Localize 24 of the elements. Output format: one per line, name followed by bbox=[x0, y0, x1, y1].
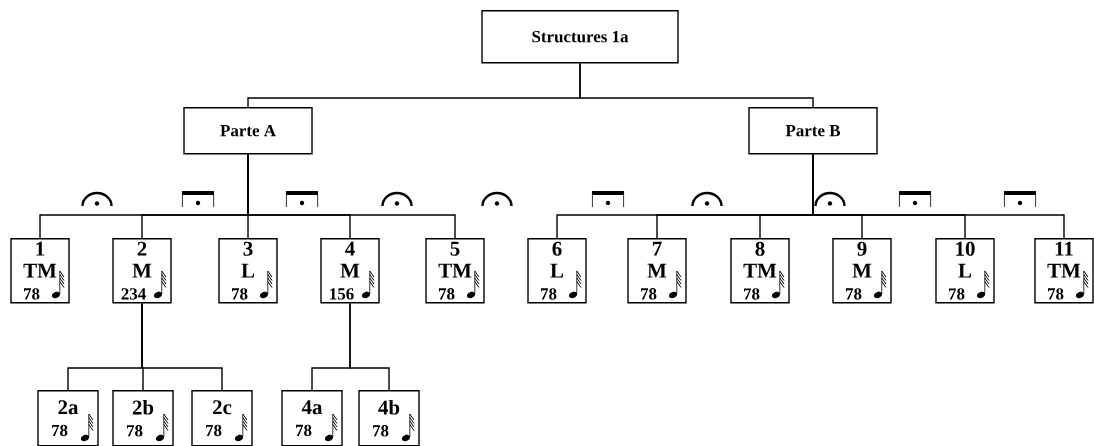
section-box: 9 M 78 bbox=[832, 238, 892, 304]
section-box: 5 TM 78 bbox=[425, 238, 485, 304]
section-box: 2 M 234 bbox=[112, 238, 172, 304]
section-box: 7 M 78 bbox=[627, 238, 687, 304]
connector-line bbox=[812, 153, 1065, 239]
connector-line bbox=[349, 302, 390, 391]
connector-line bbox=[247, 153, 456, 239]
section-box: 10 L 78 bbox=[935, 238, 995, 304]
section-box: Parte B bbox=[748, 107, 878, 155]
subsection-box: 2b 78 bbox=[112, 390, 174, 446]
section-box: 4 M 156 bbox=[320, 238, 380, 304]
section-box: 11 TM 78 bbox=[1034, 238, 1094, 304]
section-box: 6 L 78 bbox=[527, 238, 587, 304]
subsection-box: 2c 78 bbox=[191, 390, 253, 446]
title-box: Structures 1a bbox=[481, 10, 679, 64]
connector-line bbox=[579, 62, 814, 108]
subsection-box: 2a 78 bbox=[37, 390, 99, 446]
connector-line bbox=[141, 302, 223, 391]
section-box: 3 L 78 bbox=[218, 238, 278, 304]
section-box: Parte A bbox=[183, 107, 313, 155]
subsection-box: 4b 78 bbox=[358, 390, 420, 446]
subsection-box: 4a 78 bbox=[281, 390, 343, 446]
section-box: 8 TM 78 bbox=[730, 238, 790, 304]
section-box: 1 TM 78 bbox=[10, 238, 70, 304]
